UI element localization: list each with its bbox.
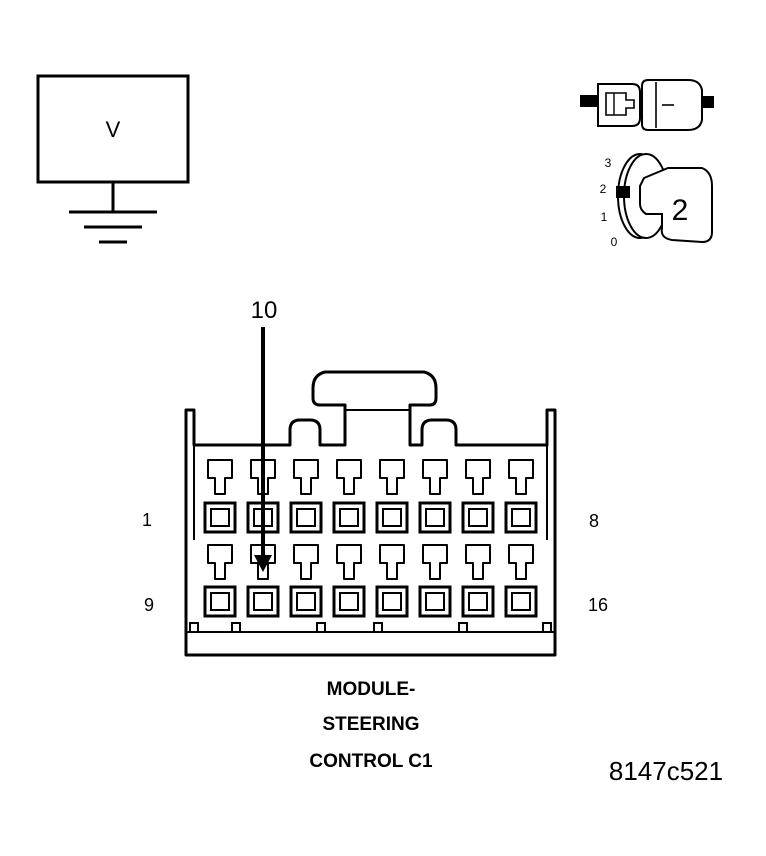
- pin-cavity-14: [418, 544, 452, 618]
- housing-bottom-notches: [189, 622, 552, 633]
- ground-icon: [69, 210, 157, 244]
- pin-cavity-8: [504, 459, 538, 534]
- housing-notch: [316, 622, 326, 633]
- pin-cavity-4: [332, 459, 366, 534]
- figure-id: 8147c521: [609, 756, 723, 786]
- pin-cavity-9: [203, 544, 237, 618]
- ignition-position-marker: [616, 186, 630, 198]
- ignition-selected-position: 2: [672, 194, 689, 227]
- pin-cavity-7: [461, 459, 495, 534]
- ignition-switch-icon: 3 2 1 0 2: [600, 153, 713, 249]
- housing-notch: [542, 622, 552, 633]
- pin-label-9: 9: [144, 595, 154, 615]
- ignition-position-0: 0: [611, 235, 618, 249]
- pin-cavity-11: [289, 544, 323, 618]
- connector-c1: [184, 370, 557, 657]
- housing-notch: [189, 622, 199, 633]
- ignition-position-1: 1: [601, 210, 608, 224]
- pin-cavity-12: [332, 544, 366, 618]
- voltmeter-label: V: [106, 117, 121, 142]
- connector-caption-line-1: MODULE-: [327, 679, 416, 700]
- pin-cavity-1: [203, 459, 237, 534]
- housing-notch: [231, 622, 241, 633]
- pin-cavity-3: [289, 459, 323, 534]
- connector-caption-line-3: CONTROL C1: [309, 751, 433, 772]
- ignition-position-3: 3: [605, 156, 612, 170]
- housing-notch: [458, 622, 468, 633]
- pin-label-8: 8: [589, 511, 599, 531]
- pin-cavity-6: [418, 459, 452, 534]
- connector-housing: [184, 370, 557, 657]
- pin-cavity-16: [504, 544, 538, 618]
- voltmeter-box: [36, 74, 190, 184]
- housing-notch: [373, 622, 383, 633]
- pin-cavity-13: [375, 544, 409, 618]
- pointer-label: 10: [251, 297, 278, 324]
- voltmeter-symbol: V: [36, 74, 190, 244]
- ignition-position-2: 2: [600, 182, 607, 196]
- pointer-arrowhead: [254, 555, 272, 572]
- pin-cavity-15: [461, 544, 495, 618]
- connector-probe-icon: [580, 79, 714, 131]
- pin-label-1: 1: [142, 510, 152, 530]
- connector-pins: [203, 459, 538, 618]
- pin-cavity-10: [246, 544, 280, 618]
- pin-pointer: 10: [251, 297, 278, 572]
- pin-cavity-5: [375, 459, 409, 534]
- connector-caption-line-2: STEERING: [322, 714, 419, 735]
- pin-label-16: 16: [588, 595, 608, 615]
